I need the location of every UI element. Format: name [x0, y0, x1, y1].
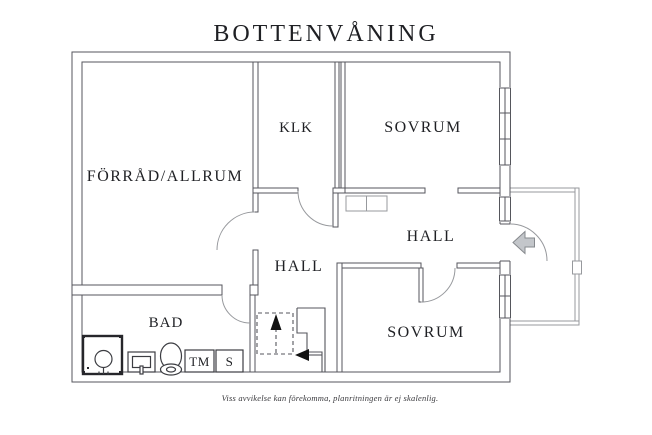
- sink-icon: [127, 351, 156, 375]
- hall-wardrobe: [345, 195, 388, 212]
- window-hall: [499, 196, 511, 222]
- stairs-run-arrow-icon: [295, 349, 309, 361]
- room-label-bad: BAD: [149, 315, 184, 331]
- porch-post: [572, 260, 582, 275]
- s-box: S: [215, 349, 244, 373]
- room-label-hall-right: HALL: [407, 228, 456, 245]
- staircase: [256, 307, 326, 372]
- room-label-hall-left: HALL: [275, 258, 324, 275]
- bathroom-fixtures: TM S: [81, 334, 244, 376]
- klk-door-arc: [297, 190, 334, 227]
- room-label-sovrum-bottom: SOVRUM: [387, 324, 464, 341]
- stairs-up-arrow-icon: [270, 314, 282, 330]
- porch-terrace: [509, 187, 582, 326]
- page-title: BOTTENVÅNING: [213, 21, 438, 47]
- room-label-sovrum-top: SOVRUM: [384, 119, 461, 136]
- window-sovrum-bottom: [499, 274, 511, 319]
- interior-walls: [71, 61, 501, 373]
- washing-machine-box: TM: [184, 349, 215, 373]
- s-box-label: S: [226, 354, 234, 369]
- sovrum-bottom-door-arc: [420, 267, 456, 303]
- entrance-arrow-icon: [512, 230, 535, 255]
- windows: [499, 87, 511, 319]
- entrance-door: [500, 223, 548, 262]
- door-arcs: [216, 190, 456, 324]
- klk-door-leaf: [332, 192, 339, 228]
- entrance-door-arc: [509, 223, 548, 262]
- room-label-forrad-allrum: FÖRRÅD/ALLRUM: [87, 167, 243, 185]
- room-label-klk: KLK: [279, 120, 313, 136]
- washing-machine-label: TM: [189, 354, 210, 369]
- window-sovrum-top: [499, 87, 511, 166]
- room-labels: FÖRRÅD/ALLRUM KLK SOVRUM HALL HALL SOVRU…: [87, 119, 464, 341]
- sovrum-bottom-door-leaf: [418, 267, 424, 303]
- stairs-upper-outline: [256, 312, 294, 355]
- toilet-icon: [159, 342, 183, 376]
- bad-door-arc: [221, 294, 251, 324]
- forrad-door-arc: [216, 211, 256, 251]
- shower-icon: [81, 334, 124, 376]
- disclaimer-text: Viss avvikelse kan förekomma, planritnin…: [222, 393, 439, 403]
